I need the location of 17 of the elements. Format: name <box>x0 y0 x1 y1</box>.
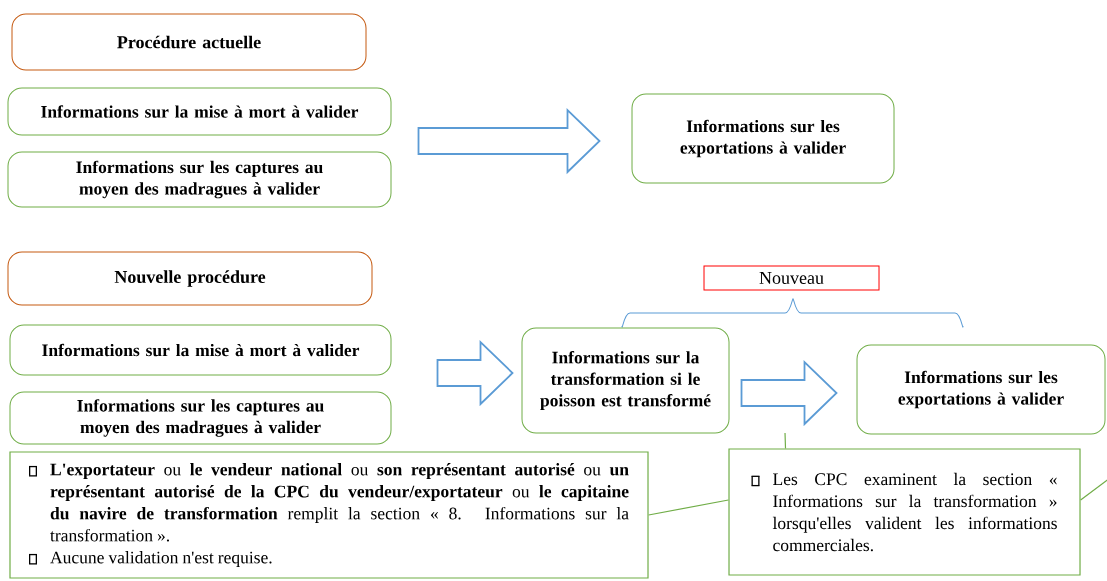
process-box: Informations sur la transformation si le poisson est transformé <box>521 327 730 434</box>
block-arrow <box>740 359 838 427</box>
process-box: Informations sur les captures au moyen des madragues à valider <box>7 151 392 208</box>
heading-box: Nouvelle procédure <box>7 251 373 306</box>
process-box: Informations sur les exportations à valider <box>631 93 895 184</box>
process-box: Informations sur la mise à mort à valider <box>9 324 392 376</box>
connector-line <box>784 432 787 449</box>
note-box: Les CPC examinent la section « Informations sur la transformation » lorsqu'elles valident les informations commerciales. <box>728 448 1081 576</box>
block-arrow <box>436 339 514 407</box>
block-arrow <box>417 107 601 175</box>
process-box: Informations sur les captures au moyen des madragues à valider <box>9 391 392 445</box>
tag-box: Nouveau <box>703 265 880 291</box>
process-box: Informations sur les exportations à valider <box>856 344 1106 435</box>
note-box: L'exportateur ou le vendeur national ou son représentant autorisé ou un représentant autorisé de la CPC du vendeur/exportateur ou le capitaine du navire de transformation remplit la section « 8. Informations sur la transformation ». Aucune validation n'est requise. <box>9 451 649 579</box>
heading-box: Procédure actuelle <box>11 13 367 71</box>
connector-line <box>648 499 729 516</box>
process-box: Informations sur la mise à mort à valider <box>7 87 392 136</box>
